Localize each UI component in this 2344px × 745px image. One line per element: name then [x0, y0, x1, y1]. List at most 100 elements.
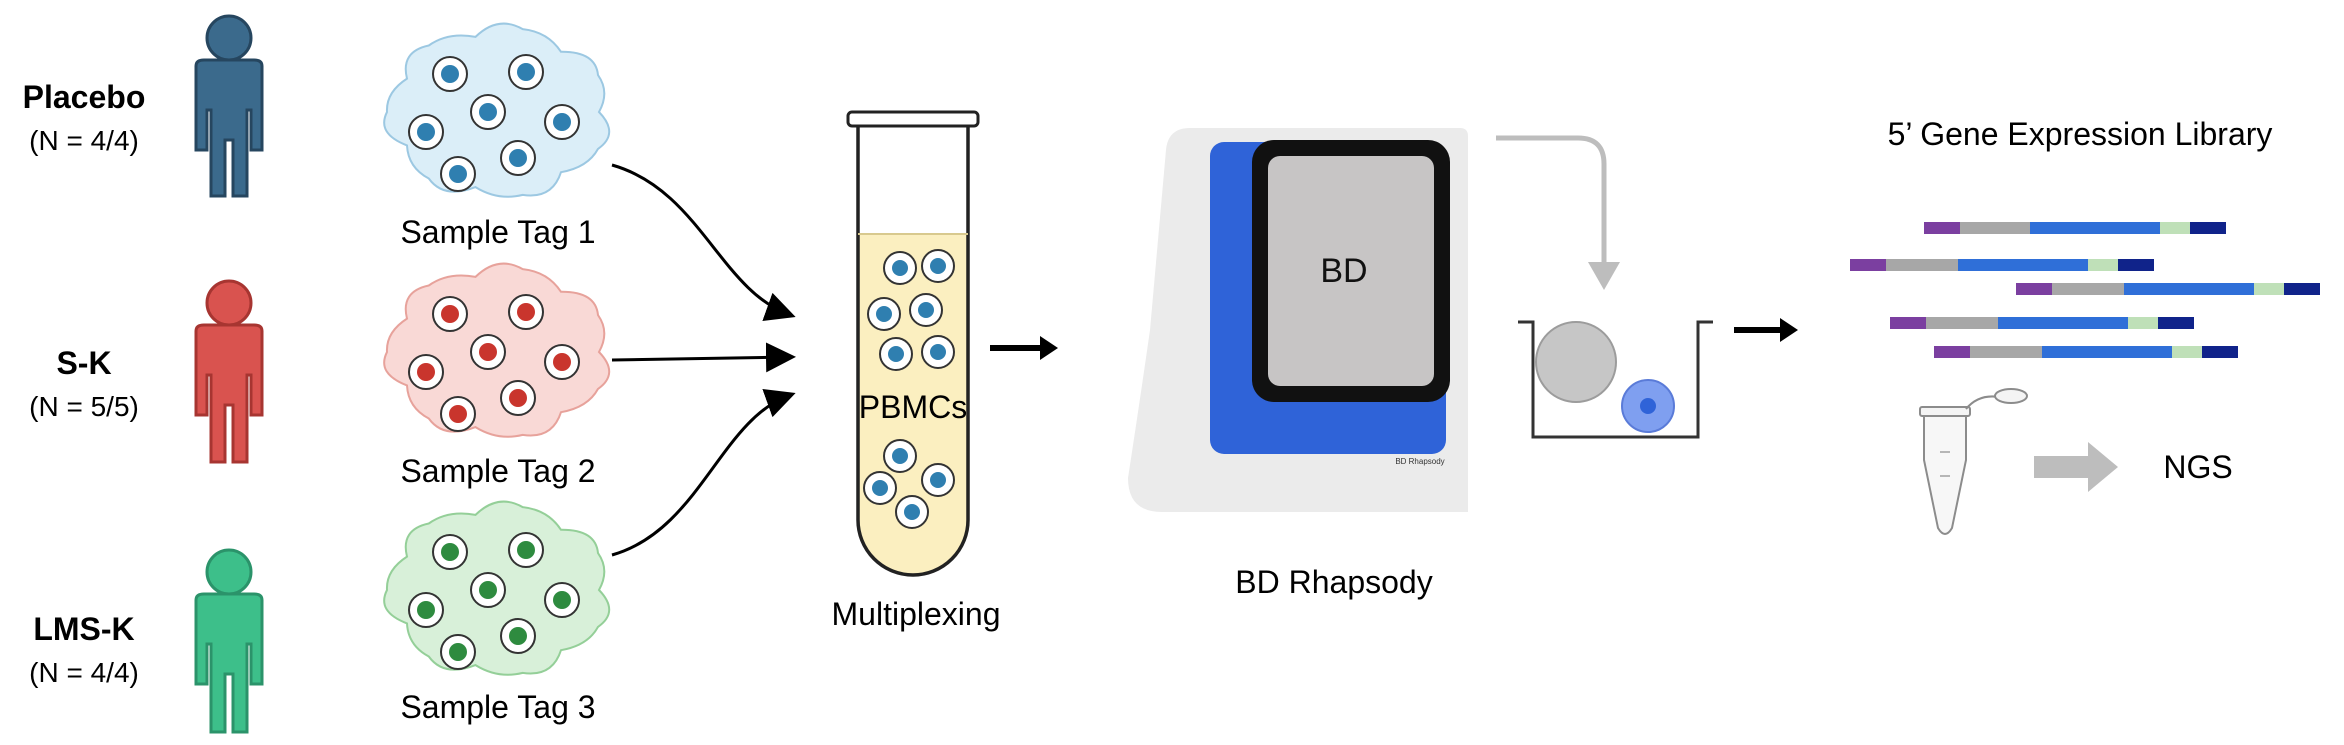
arrow-tag2-to-tube: [611, 342, 796, 373]
cell-nucleus-3-1: [441, 543, 459, 561]
library-read-5: [1934, 346, 2238, 358]
read-segment-5-3: [2042, 346, 2172, 358]
ngs-label: NGS: [2163, 449, 2232, 485]
read-segment-2-2: [1886, 259, 1958, 271]
cell-cluster-1: [383, 22, 611, 198]
instrument-door-window: [1268, 156, 1434, 386]
read-segment-4-4: [2128, 317, 2158, 329]
group-label-s-k: S-K: [56, 345, 111, 381]
person-icon-lms-k: [194, 548, 264, 734]
group-label-placebo: Placebo: [23, 79, 146, 115]
read-segment-1-2: [1960, 222, 2030, 234]
read-segment-1-3: [2030, 222, 2160, 234]
read-segment-1-4: [2160, 222, 2190, 234]
cell-nucleus-1-4: [417, 123, 435, 141]
cell-nucleus-2-1: [441, 305, 459, 323]
microwell: [1518, 320, 1713, 439]
cell-nucleus-1-1: [441, 65, 459, 83]
tube-outline: [856, 126, 970, 577]
cell-nucleus-2-7: [449, 405, 467, 423]
group-n-s-k: (N = 5/5): [29, 391, 139, 422]
group-n-placebo: (N = 4/4): [29, 125, 139, 156]
library-read-3: [2016, 283, 2320, 295]
cell-nucleus-3-2: [517, 541, 535, 559]
read-segment-2-4: [2088, 259, 2118, 271]
cell-nucleus-1-7: [449, 165, 467, 183]
read-segment-5-2: [1970, 346, 2042, 358]
cell-nucleus-1-6: [509, 149, 527, 167]
cell-nucleus-2-6: [509, 389, 527, 407]
person-icon-placebo: [194, 14, 264, 198]
test-tube: PBMCs: [846, 110, 980, 577]
cell-nucleus-1-5: [553, 113, 571, 131]
sample-tag-label-2: Sample Tag 2: [400, 453, 595, 489]
read-segment-4-1: [1890, 317, 1926, 329]
group-label-lms-k: LMS-K: [33, 611, 134, 647]
group-lms-k: LMS-K (N = 4/4): [29, 611, 139, 688]
read-segment-5-4: [2172, 346, 2202, 358]
tube-cell-nucleus-9: [872, 480, 888, 496]
cell-nucleus-3-4: [417, 601, 435, 619]
cell-nucleus-1-2: [517, 63, 535, 81]
cell-cluster-2: [383, 262, 611, 438]
cell-nucleus-1-3: [479, 103, 497, 121]
tube-cell-nucleus-10: [904, 504, 920, 520]
read-segment-4-5: [2158, 317, 2194, 329]
library-reads: [1850, 222, 2320, 358]
read-segment-1-1: [1924, 222, 1960, 234]
instrument-logo: BD: [1320, 252, 1367, 290]
arrowhead-well-to-library: [1780, 318, 1798, 342]
group-n-lms-k: (N = 4/4): [29, 657, 139, 688]
tube-cells: [863, 249, 955, 529]
cell-nucleus-2-2: [517, 303, 535, 321]
bd-rhapsody-instrument: BD BD Rhapsody: [1128, 128, 1468, 512]
tube-cell-nucleus-7: [892, 448, 908, 464]
library-title: 5’ Gene Expression Library: [1888, 116, 2273, 152]
capture-bead: [1535, 321, 1617, 403]
read-segment-2-1: [1850, 259, 1886, 271]
library-read-2: [1850, 259, 2154, 271]
arrowhead-tube-to-instrument: [1040, 336, 1058, 360]
multiplexing-caption: Multiplexing: [832, 596, 1001, 632]
person-icon-s-k: [194, 279, 264, 464]
cell-nucleus-2-5: [553, 353, 571, 371]
read-segment-5-5: [2202, 346, 2238, 358]
instrument-small-label: BD Rhapsody: [1395, 457, 1444, 466]
tube-cell-nucleus-2: [930, 258, 946, 274]
gray-arrow-to-ngs: [2034, 442, 2118, 492]
read-segment-1-5: [2190, 222, 2226, 234]
cell-cluster-3: [383, 500, 611, 676]
sample-tag-label-3: Sample Tag 3: [400, 689, 595, 725]
read-segment-4-3: [1998, 317, 2128, 329]
read-segment-3-4: [2254, 283, 2284, 295]
read-segment-2-5: [2118, 259, 2154, 271]
library-read-4: [1890, 317, 2194, 329]
gray-arrowhead-into-well: [1588, 262, 1620, 290]
tube-label: PBMCs: [859, 389, 967, 425]
arrow-tag3-to-tube: [611, 388, 796, 557]
cell-nucleus-2-3: [479, 343, 497, 361]
cell-nucleus-3-3: [479, 581, 497, 599]
cell-nucleus-3-7: [449, 643, 467, 661]
sample-clusters: [383, 22, 611, 676]
tube-cell-nucleus-1: [892, 260, 908, 276]
cell-nucleus-3-5: [553, 591, 571, 609]
group-s-k: S-K (N = 5/5): [29, 345, 139, 422]
read-segment-3-5: [2284, 283, 2320, 295]
tube-cell-nucleus-8: [930, 472, 946, 488]
read-segment-3-3: [2124, 283, 2254, 295]
cell-nucleus-3-6: [509, 627, 527, 645]
tube-cell-nucleus-6: [930, 344, 946, 360]
read-segment-2-3: [1958, 259, 2088, 271]
microwell-outline: [1518, 320, 1713, 439]
arrow-tag1-to-tube: [611, 163, 796, 322]
cell-nucleus-in-well: [1640, 398, 1656, 414]
eppendorf-tube-icon: [1919, 388, 2028, 535]
group-placebo: Placebo (N = 4/4): [23, 79, 146, 156]
tube-cell-nucleus-4: [918, 302, 934, 318]
read-segment-3-2: [2052, 283, 2124, 295]
gray-arrow-into-well: [1496, 135, 1607, 268]
read-segment-5-1: [1934, 346, 1970, 358]
